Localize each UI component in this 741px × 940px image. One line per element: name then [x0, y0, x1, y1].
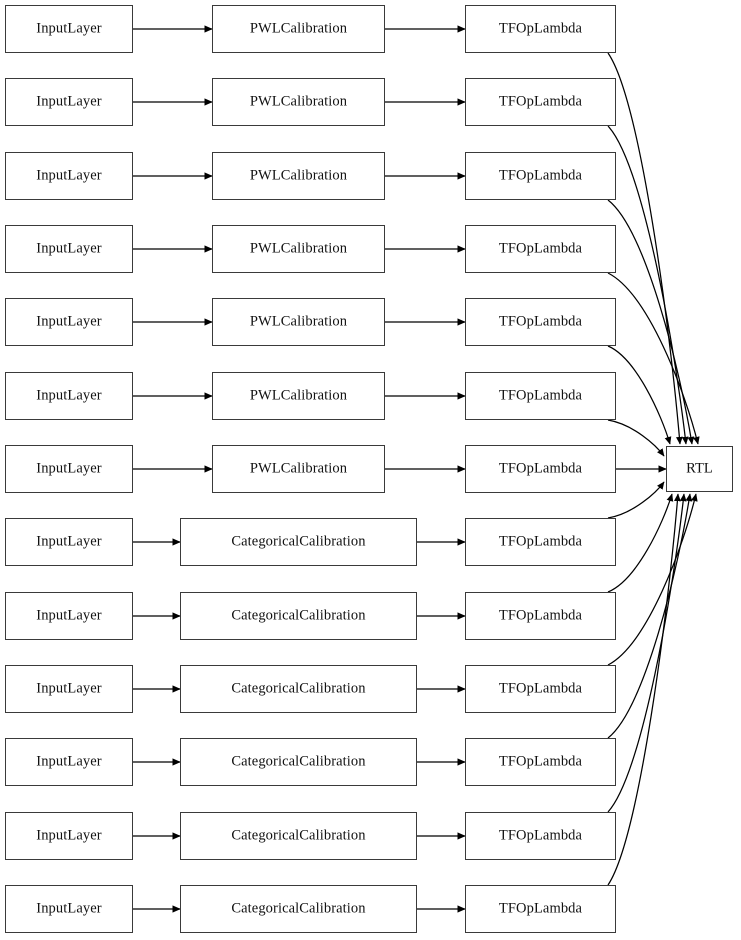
input-layer-label: InputLayer — [36, 387, 102, 404]
edge-lambda-to-rtl — [607, 493, 693, 739]
input-layer-label: InputLayer — [36, 533, 102, 550]
edge-lambda-to-rtl — [607, 493, 687, 813]
edge-lambda-to-rtl — [607, 52, 683, 445]
lambda-label: TFOpLambda — [498, 387, 583, 404]
input-layer-label: InputLayer — [36, 900, 102, 917]
node-input-layer: InputLayer — [5, 665, 133, 713]
calibration-label: CategoricalCalibration — [231, 753, 366, 770]
edge-lambda-to-rtl — [607, 481, 665, 519]
lambda-label: TFOpLambda — [498, 313, 583, 330]
edge-lambda-to-rtl — [607, 345, 672, 445]
node-input-layer: InputLayer — [5, 738, 133, 786]
node-pwl-calibration: PWLCalibration — [212, 5, 385, 53]
input-layer-label: InputLayer — [36, 460, 102, 477]
input-layer-label: InputLayer — [36, 753, 102, 770]
node-categorical-calibration: CategoricalCalibration — [180, 812, 417, 860]
node-tf-op-lambda: TFOpLambda — [465, 665, 616, 713]
node-input-layer: InputLayer — [5, 78, 133, 126]
node-rtl-output: RTL — [666, 446, 733, 492]
edge-lambda-to-rtl — [607, 493, 698, 666]
calibration-label: PWLCalibration — [249, 460, 348, 477]
node-pwl-calibration: PWLCalibration — [212, 298, 385, 346]
node-pwl-calibration: PWLCalibration — [212, 78, 385, 126]
node-tf-op-lambda: TFOpLambda — [465, 445, 616, 493]
input-layer-label: InputLayer — [36, 827, 102, 844]
calibration-label: PWLCalibration — [249, 240, 348, 257]
edge-lambda-to-rtl — [607, 493, 674, 593]
node-input-layer: InputLayer — [5, 372, 133, 420]
node-tf-op-lambda: TFOpLambda — [465, 592, 616, 640]
node-tf-op-lambda: TFOpLambda — [465, 78, 616, 126]
lambda-label: TFOpLambda — [498, 533, 583, 550]
lambda-label: TFOpLambda — [498, 900, 583, 917]
lambda-label: TFOpLambda — [498, 827, 583, 844]
node-tf-op-lambda: TFOpLambda — [465, 225, 616, 273]
node-tf-op-lambda: TFOpLambda — [465, 518, 616, 566]
calibration-label: CategoricalCalibration — [231, 680, 366, 697]
lambda-label: TFOpLambda — [498, 753, 583, 770]
node-categorical-calibration: CategoricalCalibration — [180, 592, 417, 640]
calibration-label: PWLCalibration — [249, 20, 348, 37]
calibration-label: CategoricalCalibration — [231, 607, 366, 624]
input-layer-label: InputLayer — [36, 93, 102, 110]
node-tf-op-lambda: TFOpLambda — [465, 738, 616, 786]
edge-lambda-to-rtl — [607, 125, 689, 445]
input-layer-label: InputLayer — [36, 240, 102, 257]
node-input-layer: InputLayer — [5, 5, 133, 53]
node-tf-op-lambda: TFOpLambda — [465, 152, 616, 200]
node-input-layer: InputLayer — [5, 445, 133, 493]
node-tf-op-lambda: TFOpLambda — [465, 372, 616, 420]
node-tf-op-lambda: TFOpLambda — [465, 885, 616, 933]
node-pwl-calibration: PWLCalibration — [212, 372, 385, 420]
lambda-label: TFOpLambda — [498, 607, 583, 624]
input-layer-label: InputLayer — [36, 680, 102, 697]
node-input-layer: InputLayer — [5, 885, 133, 933]
edge-lambda-to-rtl — [607, 199, 695, 445]
node-input-layer: InputLayer — [5, 298, 133, 346]
node-input-layer: InputLayer — [5, 592, 133, 640]
lambda-label: TFOpLambda — [498, 93, 583, 110]
calibration-label: CategoricalCalibration — [231, 533, 366, 550]
lambda-label: TFOpLambda — [498, 240, 583, 257]
node-categorical-calibration: CategoricalCalibration — [180, 738, 417, 786]
node-input-layer: InputLayer — [5, 152, 133, 200]
calibration-label: PWLCalibration — [249, 93, 348, 110]
node-tf-op-lambda: TFOpLambda — [465, 812, 616, 860]
lambda-label: TFOpLambda — [498, 20, 583, 37]
calibration-label: CategoricalCalibration — [231, 900, 366, 917]
node-tf-op-lambda: TFOpLambda — [465, 5, 616, 53]
lambda-label: TFOpLambda — [498, 167, 583, 184]
edge-lambda-to-rtl — [607, 419, 665, 457]
node-pwl-calibration: PWLCalibration — [212, 225, 385, 273]
calibration-label: PWLCalibration — [249, 313, 348, 330]
node-input-layer: InputLayer — [5, 812, 133, 860]
input-layer-label: InputLayer — [36, 313, 102, 330]
calibration-label: PWLCalibration — [249, 387, 348, 404]
calibration-label: PWLCalibration — [249, 167, 348, 184]
lambda-label: TFOpLambda — [498, 680, 583, 697]
calibration-label: CategoricalCalibration — [231, 827, 366, 844]
input-layer-label: InputLayer — [36, 20, 102, 37]
node-pwl-calibration: PWLCalibration — [212, 152, 385, 200]
lambda-label: TFOpLambda — [498, 460, 583, 477]
node-pwl-calibration: PWLCalibration — [212, 445, 385, 493]
input-layer-label: InputLayer — [36, 607, 102, 624]
node-input-layer: InputLayer — [5, 225, 133, 273]
edge-lambda-to-rtl — [607, 272, 700, 445]
edge-lambda-to-rtl — [607, 493, 681, 886]
node-categorical-calibration: CategoricalCalibration — [180, 518, 417, 566]
node-input-layer: InputLayer — [5, 518, 133, 566]
node-categorical-calibration: CategoricalCalibration — [180, 665, 417, 713]
node-categorical-calibration: CategoricalCalibration — [180, 885, 417, 933]
rtl-label: RTL — [686, 460, 713, 477]
node-tf-op-lambda: TFOpLambda — [465, 298, 616, 346]
input-layer-label: InputLayer — [36, 167, 102, 184]
